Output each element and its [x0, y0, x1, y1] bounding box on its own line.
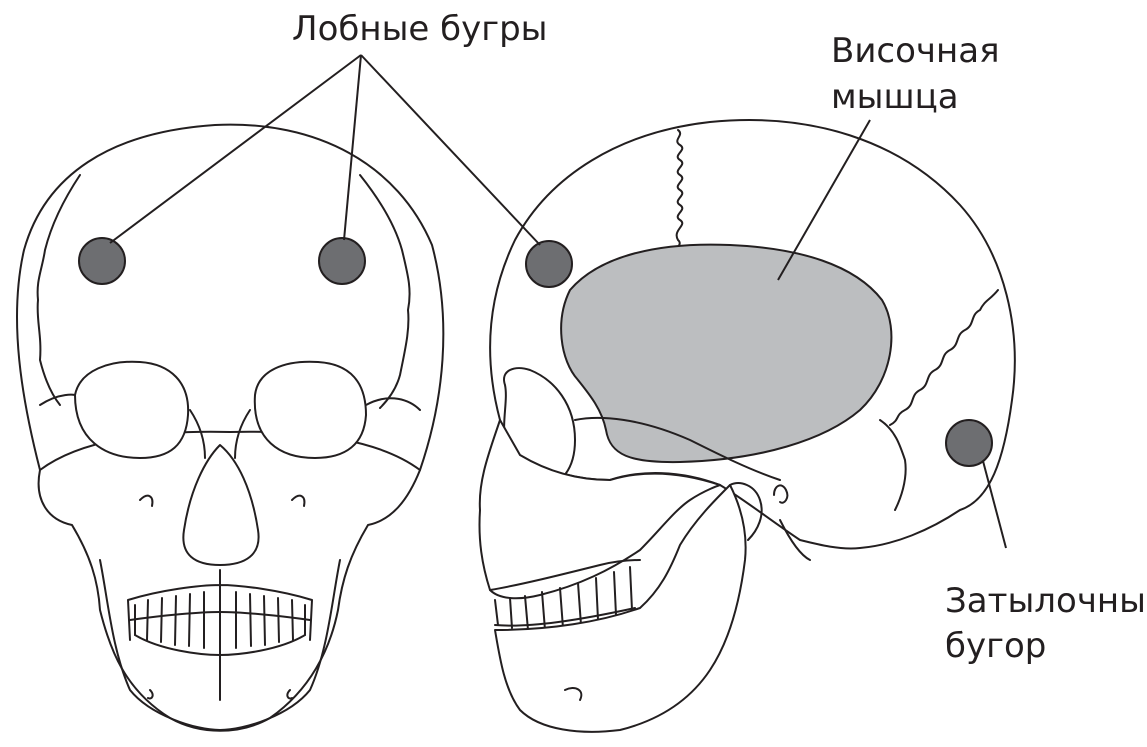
front-skull [17, 125, 443, 731]
label-temporal-muscle-2: мышца [831, 77, 959, 117]
side-skull [479, 120, 1014, 732]
front-skull-right-orbit [255, 362, 366, 458]
front-skull-left-frontal-tuber [79, 238, 125, 284]
label-temporal-muscle-1: Височная [831, 31, 1000, 71]
side-skull-occipital-tuber [946, 420, 992, 466]
side-skull-frontal-tuber [526, 241, 572, 287]
label-occipital-tuber-1: Затылочный [945, 581, 1147, 621]
label-occipital-tuber-2: бугор [945, 626, 1046, 666]
label-frontal-tubers: Лобные бугры [292, 9, 548, 49]
front-skull-right-frontal-tuber [319, 238, 365, 284]
